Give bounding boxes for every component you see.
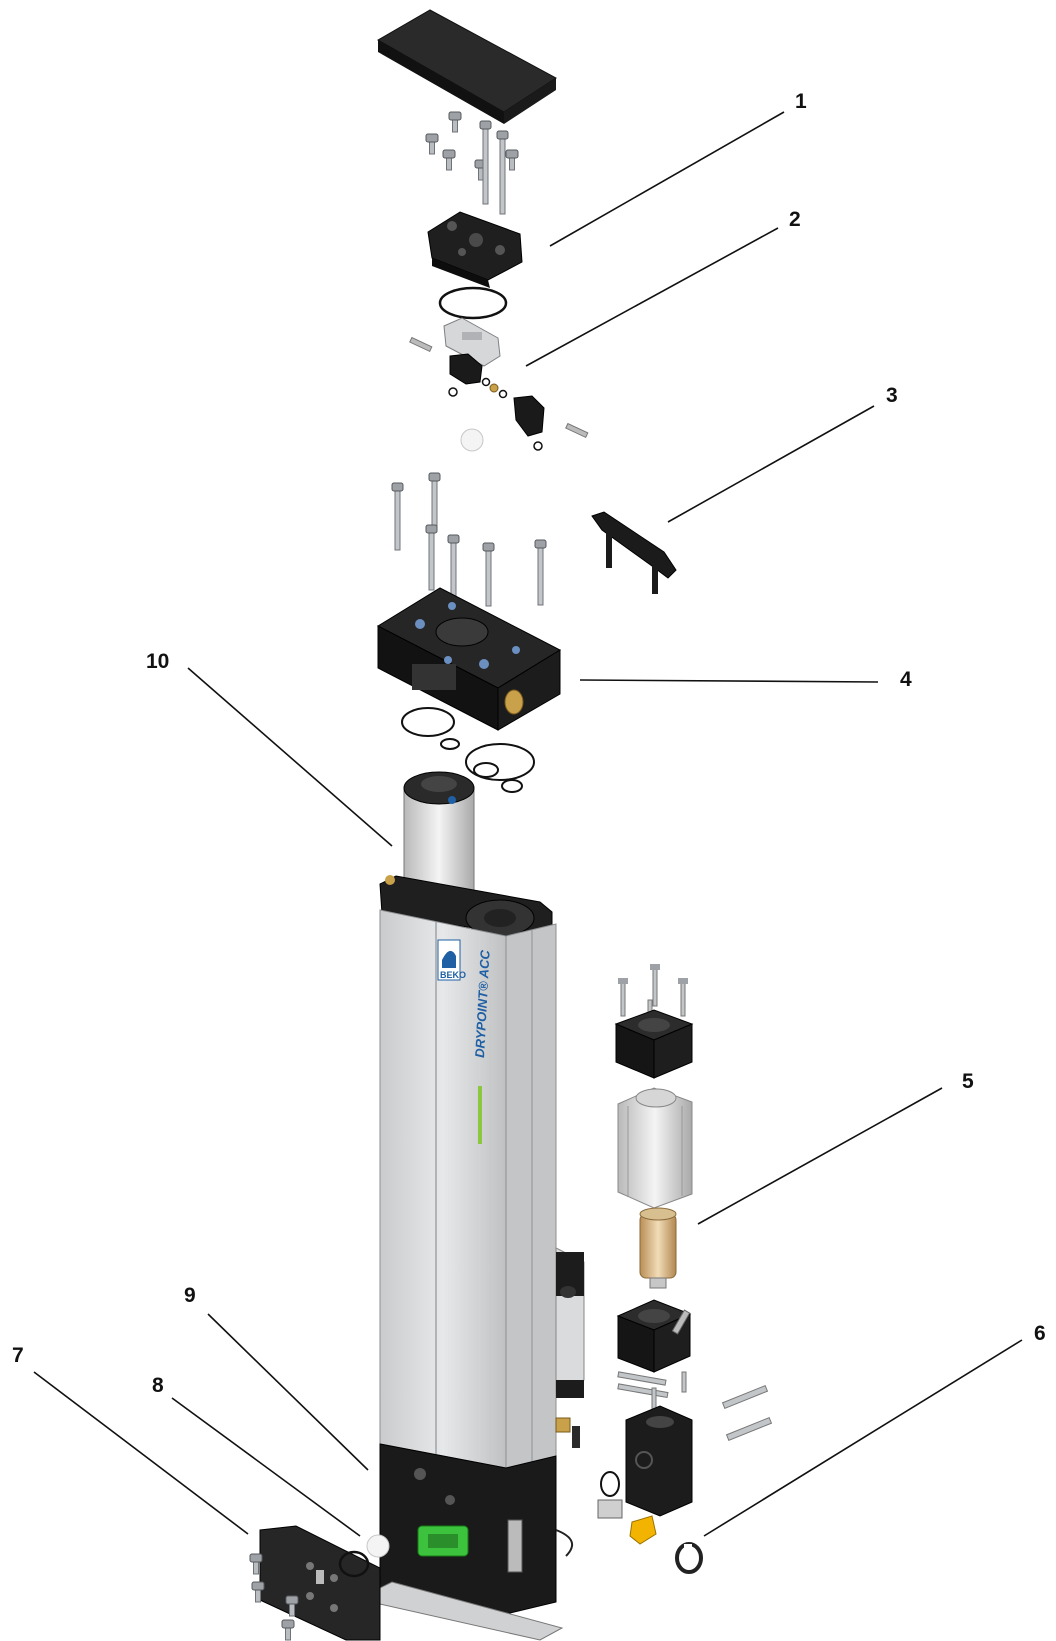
part-5-filter-assembly — [597, 964, 773, 1545]
side-mounted-housing — [555, 1247, 585, 1448]
part-4-head-block — [376, 587, 562, 731]
callout-6: 6 — [1034, 1322, 1046, 1345]
part-2-valve-assembly — [409, 317, 589, 451]
callout-4: 4 — [900, 668, 912, 691]
callout-2: 2 — [789, 208, 801, 231]
top-cover — [376, 9, 557, 124]
callout-5: 5 — [962, 1070, 974, 1093]
cap-o-ring — [438, 286, 508, 320]
long-rods — [479, 120, 509, 215]
callout-7: 7 — [12, 1344, 24, 1367]
beko-logo — [437, 939, 461, 981]
block-bolts — [391, 472, 547, 607]
callout-10: 10 — [146, 650, 169, 673]
part-8-o-ring — [338, 1550, 370, 1578]
part-7-front-panel — [259, 1525, 381, 1641]
body-base — [371, 1443, 574, 1641]
callout-9: 9 — [184, 1284, 196, 1307]
part-1-cap-block — [427, 211, 523, 288]
callout-8: 8 — [152, 1374, 164, 1397]
block-o-rings — [401, 707, 535, 793]
callout-3: 3 — [886, 384, 898, 407]
part-6-clip-ring — [675, 1542, 703, 1574]
leader-lines — [33, 111, 1023, 1537]
main-dryer-body — [379, 875, 557, 1469]
white-ball-upper — [460, 428, 484, 452]
white-ball-lower — [366, 1534, 390, 1558]
callout-1: 1 — [795, 90, 807, 113]
logo-text: BEKO — [440, 970, 466, 980]
brand-text: DRYPOINT® ACC — [472, 949, 493, 1058]
part-3-handle — [591, 511, 677, 594]
